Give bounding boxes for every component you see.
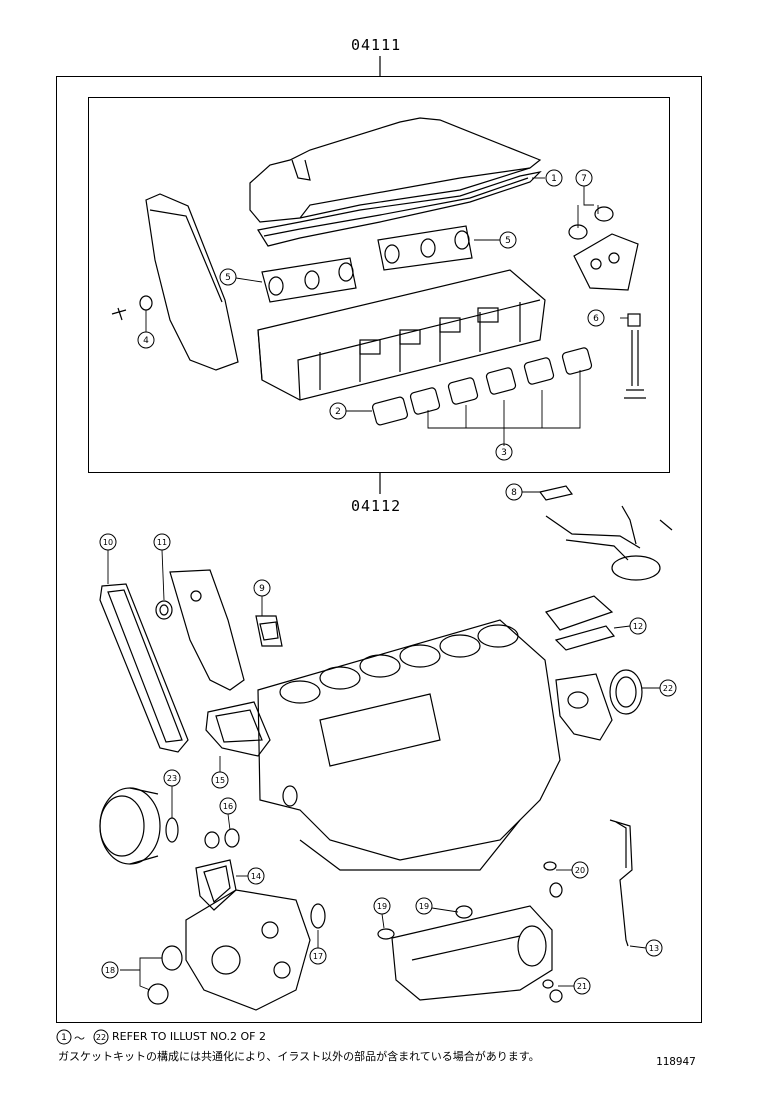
- egr-gaskets-7: [568, 206, 639, 291]
- svg-text:6: 6: [593, 314, 599, 324]
- callout-19-left: 19: [373, 897, 391, 915]
- callout-13: 13: [645, 939, 663, 957]
- note-callout-end: 22: [93, 1029, 109, 1045]
- svg-text:22: 22: [663, 684, 673, 693]
- callout-7: 7: [575, 169, 593, 187]
- oil-pump-strainer: [545, 505, 673, 581]
- cylinder-block: [257, 619, 561, 871]
- rear-oil-seal-22: [555, 669, 643, 741]
- note-refer-text: REFER TO ILLUST NO.2 OF 2: [112, 1030, 266, 1043]
- gasket-9: [255, 615, 283, 647]
- seals-18: [147, 945, 183, 1005]
- callout-12: 12: [629, 617, 647, 635]
- svg-text:16: 16: [223, 802, 233, 811]
- svg-text:10: 10: [103, 538, 113, 547]
- callout-18: 18: [101, 961, 119, 979]
- timing-belt-cover: [145, 193, 239, 371]
- callout-3: 3: [495, 443, 513, 461]
- water-pump-gasket-15: [205, 701, 271, 757]
- svg-text:5: 5: [225, 273, 231, 283]
- timing-case-17: [185, 889, 326, 1011]
- callout-9: 9: [253, 579, 271, 597]
- svg-text:3: 3: [501, 448, 507, 458]
- callout-15: 15: [211, 771, 229, 789]
- svg-text:11: 11: [157, 538, 167, 547]
- callout-11: 11: [153, 533, 171, 551]
- svg-text:19: 19: [377, 902, 387, 911]
- valve-cover-gasket: [257, 171, 542, 247]
- gasket-14: [195, 859, 237, 911]
- group-label-04111: 04111: [351, 36, 402, 54]
- callouts: 1 2 3 4 5 5 6 7 8 9 10 11 12 13 14 15 16…: [99, 169, 677, 995]
- svg-text:18: 18: [105, 966, 115, 975]
- svg-text:5: 5: [505, 236, 511, 246]
- seal-16: [204, 828, 240, 849]
- callout-14: 14: [247, 867, 265, 885]
- callout-17: 17: [309, 947, 327, 965]
- callout-5-right: 5: [499, 231, 517, 249]
- note-callout-start: 1: [56, 1029, 72, 1045]
- svg-text:1: 1: [551, 174, 557, 184]
- plugs-20-21: [542, 861, 563, 1003]
- svg-text:20: 20: [575, 866, 585, 875]
- callout-leaders: [107, 177, 660, 991]
- callout-2: 2: [329, 402, 347, 420]
- callout-8: 8: [505, 483, 523, 501]
- note-callouts: 1 22: [56, 1029, 109, 1045]
- dipstick-13: [609, 819, 633, 947]
- group-label-04112: 04112: [351, 497, 402, 515]
- svg-text:21: 21: [577, 982, 587, 991]
- seal-11: [155, 600, 173, 620]
- document-number: 118947: [656, 1055, 696, 1068]
- svg-text:14: 14: [251, 872, 261, 881]
- timing-belt-10: [99, 583, 189, 753]
- exhaust-port-gaskets: [371, 347, 593, 426]
- callout-4: 4: [137, 331, 155, 349]
- callout-5-left: 5: [219, 268, 237, 286]
- svg-text:12: 12: [633, 622, 643, 631]
- svg-text:2: 2: [335, 407, 341, 417]
- svg-text:13: 13: [649, 944, 659, 953]
- note-japanese: ガスケットキットの構成には共通化により、イラスト以外の部品が含まれている場合があ…: [58, 1050, 540, 1063]
- callout-16: 16: [219, 797, 237, 815]
- cylinder-head: [257, 269, 546, 401]
- callout-20: 20: [571, 861, 589, 879]
- svg-text:15: 15: [215, 776, 225, 785]
- svg-text:19: 19: [419, 902, 429, 911]
- callout-1: 1: [545, 169, 563, 187]
- svg-text:8: 8: [511, 488, 517, 498]
- intake-manifold-gaskets: [261, 225, 473, 303]
- callout-19-right: 19: [415, 897, 433, 915]
- timing-cover-inner: [169, 569, 245, 691]
- note-tilde: ～: [74, 1032, 85, 1045]
- svg-text:23: 23: [167, 774, 177, 783]
- svg-text:17: 17: [313, 952, 323, 961]
- valve-cover: [249, 117, 542, 223]
- oil-pan-oil-cooler: [377, 905, 553, 1001]
- callout-6: 6: [587, 309, 605, 327]
- svg-text:7: 7: [581, 174, 587, 184]
- valve-seal-and-valve: [624, 313, 646, 399]
- callout-10: 10: [99, 533, 117, 551]
- water-inlet-gasket-12: [545, 595, 616, 651]
- gasket-kit-04112-frame: [88, 97, 670, 473]
- callout-22: 22: [659, 679, 677, 697]
- svg-text:22: 22: [96, 1033, 106, 1042]
- svg-text:9: 9: [259, 584, 265, 594]
- svg-text:4: 4: [143, 336, 149, 346]
- gasket-8: [538, 485, 574, 501]
- crank-pulley-23: [99, 787, 179, 865]
- gasket-kit-04111-frame: [56, 76, 702, 1023]
- svg-text:1: 1: [61, 1033, 67, 1043]
- callout-21: 21: [573, 977, 591, 995]
- callout-23: 23: [163, 769, 181, 787]
